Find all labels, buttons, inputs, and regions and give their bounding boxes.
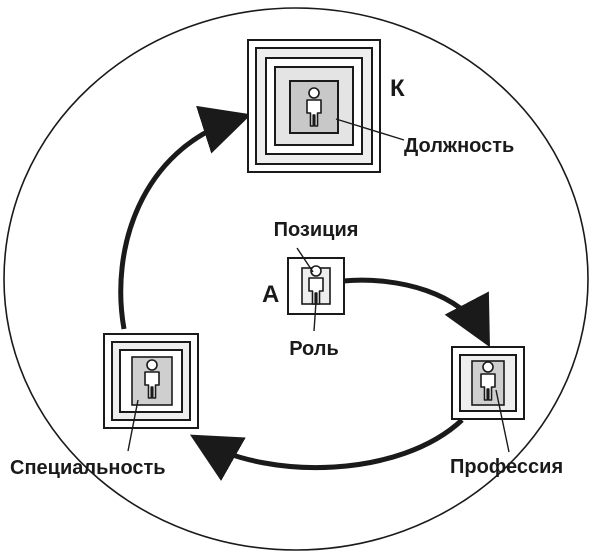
label-spetsialnost: Специальность [10,457,166,479]
label-dolzhnost: Должность [404,135,514,157]
arrow-spetsialnost-to-k [118,105,252,330]
box-k [247,39,381,173]
box-professiya [451,346,525,420]
arrow-a-to-professiya [342,277,490,348]
outer-circle [3,7,589,551]
label-rol: Роль [289,338,339,360]
leader-dolzhnost [335,118,405,141]
label-pozitsiya: Позиция [274,219,359,241]
label-professiya: Профессия [450,456,563,478]
label-a: А [262,281,279,308]
label-k: К [390,75,405,102]
box-spetsialnost [103,333,199,429]
leader-spetsialnost [127,399,139,452]
leader-rol [313,301,317,332]
leader-professiya [495,389,510,453]
leader-pozitsiya [296,247,314,273]
arrow-professiya-to-spetsialnost [189,418,464,481]
